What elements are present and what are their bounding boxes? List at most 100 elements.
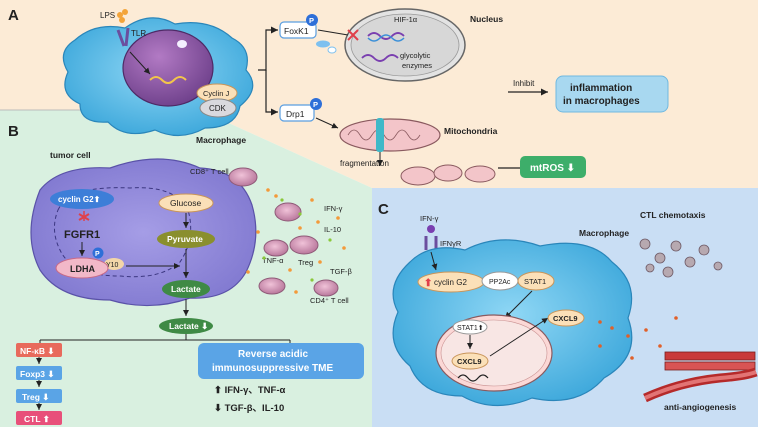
macrophage-label-c: Macrophage xyxy=(579,228,629,238)
foxk1-phospho-label: P xyxy=(309,16,314,25)
effect-up-label: ⬆ IFN-γ、TNF-α xyxy=(214,385,285,396)
y10-badge xyxy=(104,258,124,270)
cd4-t-cell xyxy=(313,279,339,297)
ctl-cells-cluster xyxy=(639,238,723,278)
foxk1-molecule-icon xyxy=(316,40,330,48)
foxk1-phospho-badge xyxy=(306,14,318,26)
stat1-oval xyxy=(517,271,555,291)
foxk1-to-nucleus-line xyxy=(317,29,349,36)
hif-label: HIF-1α xyxy=(394,15,418,24)
block-x-icon xyxy=(347,29,359,41)
pyruvate-oval xyxy=(157,230,215,248)
nfkb-box xyxy=(16,343,62,357)
ifng-ligand-icon xyxy=(427,225,435,233)
lps-label: LPS xyxy=(100,11,115,20)
reverse-tme-line1: Reverse acidic xyxy=(238,349,308,360)
drp1-to-mito-arrow xyxy=(315,117,339,129)
cxcl9-nuc-oval xyxy=(451,352,489,370)
enzyme-dna-icon xyxy=(361,54,399,62)
ifng-label-b: IFN-γ xyxy=(324,204,343,213)
inflammation-box xyxy=(555,75,669,113)
foxk1-label: FoxK1 xyxy=(284,26,309,36)
drp1-phospho-badge xyxy=(310,98,322,110)
foxk1-box xyxy=(279,21,317,39)
macrophage-label-a: Macrophage xyxy=(196,135,246,145)
mito-fragment-3 xyxy=(464,165,496,183)
nucleolus xyxy=(177,40,187,48)
chemokine-dots-c xyxy=(598,316,678,360)
cdk-oval xyxy=(199,98,237,118)
lactate-branch-lines xyxy=(39,334,291,344)
stat1-to-nucleus-arrow xyxy=(504,290,533,319)
drp1-ring-icon xyxy=(376,118,384,152)
drp1-label: Drp1 xyxy=(286,109,305,119)
foxp3-label: Foxp3 ⬇ xyxy=(20,369,55,379)
panel-c-letter: C xyxy=(378,201,389,218)
ctl-chemotaxis-label: CTL chemotaxis xyxy=(640,210,706,220)
cd8-t-cell-1 xyxy=(228,167,258,187)
ifngr-to-cyclin-arrow xyxy=(430,251,438,271)
cyclin-g2-label-c: cyclin G2 xyxy=(434,278,467,287)
ifngr-label: IFNγR xyxy=(440,239,462,248)
inhibit-label: Inhibit xyxy=(513,79,535,88)
cxcl9-out-oval xyxy=(547,309,585,327)
tlr-receptor-icon xyxy=(116,27,130,47)
stat1-nuc-oval xyxy=(452,319,488,335)
stat1-label: STAT1 xyxy=(524,277,546,286)
fragmentation-label: fragmentation xyxy=(340,159,389,168)
foxp3-box xyxy=(16,366,62,380)
mtros-label: mtROS ⬇ xyxy=(530,163,575,174)
lactate-label: Lactate xyxy=(171,284,201,294)
t-cell-3 xyxy=(263,239,289,257)
il10-label-b: IL-10 xyxy=(324,225,341,234)
cyclin-g2-label-b: cyclin G2⬆ xyxy=(58,195,100,204)
dna-strand-icon xyxy=(149,76,187,84)
ifngr-receptor-icon xyxy=(424,236,438,250)
mito-fragment-1 xyxy=(400,166,436,186)
stat1-nuc-label: STAT1⬆ xyxy=(457,324,484,332)
fgfr1-phospho-label: P xyxy=(95,251,100,258)
cyclin-g2-oval-b xyxy=(50,189,114,209)
lactate-out-label: Lactate ⬇ xyxy=(169,321,208,331)
blood-vessel-icon xyxy=(643,351,758,403)
pyruvate-label: Pyruvate xyxy=(167,234,203,244)
nfkb-label: NF-κB ⬇ xyxy=(20,346,55,356)
panel-a-letter: A xyxy=(8,7,19,24)
reverse-tme-line2: immunosuppressive TME xyxy=(212,363,333,374)
ifng-label-c: IFN-γ xyxy=(420,214,439,223)
pp2ac-label: PP2Ac xyxy=(489,279,511,286)
tlr-label: TLR xyxy=(131,29,146,38)
treg-box-label: Treg ⬇ xyxy=(22,392,49,402)
tumor-cell-label: tumor cell xyxy=(50,150,91,160)
mitochondria-label: Mitochondria xyxy=(444,126,498,136)
tumor-nucleus-dashed xyxy=(54,187,192,278)
y10-label: Y10 xyxy=(106,262,119,269)
cdk-label: CDK xyxy=(209,104,227,113)
cxcl9-dna-icon xyxy=(457,374,489,382)
tlr-to-nucleus-arrow xyxy=(129,51,151,75)
fgfr1-phospho-badge xyxy=(92,247,104,259)
inflammation-line1: inflammation xyxy=(570,83,632,94)
branch-to-drp1 xyxy=(265,70,278,116)
cytokine-dots-b-green xyxy=(262,198,332,282)
branch-to-foxk1 xyxy=(258,26,278,71)
hif-dna-icon xyxy=(367,32,405,40)
cxcl9-nuc-label: CXCL9 xyxy=(457,357,482,366)
drp1-box xyxy=(279,104,315,122)
glucose-label: Glucose xyxy=(170,198,201,208)
mtros-box xyxy=(520,156,586,178)
ldha-label: LDHA xyxy=(70,264,95,274)
lps-icon xyxy=(117,9,128,23)
reverse-tme-box xyxy=(198,343,364,379)
hif-dna-icon-2 xyxy=(367,34,405,42)
lactate-out-oval xyxy=(159,318,213,334)
treg-cell xyxy=(289,235,319,255)
cd4-label: CD4⁺ T cell xyxy=(310,296,349,305)
macrophage-nucleus-a xyxy=(122,29,214,107)
mito-fragment-2 xyxy=(433,164,463,182)
lactate-oval xyxy=(162,280,210,298)
ctl-label: CTL ⬆ xyxy=(24,414,50,424)
t-cell-4 xyxy=(258,277,286,295)
enzymes-label: enzymes xyxy=(402,61,432,70)
